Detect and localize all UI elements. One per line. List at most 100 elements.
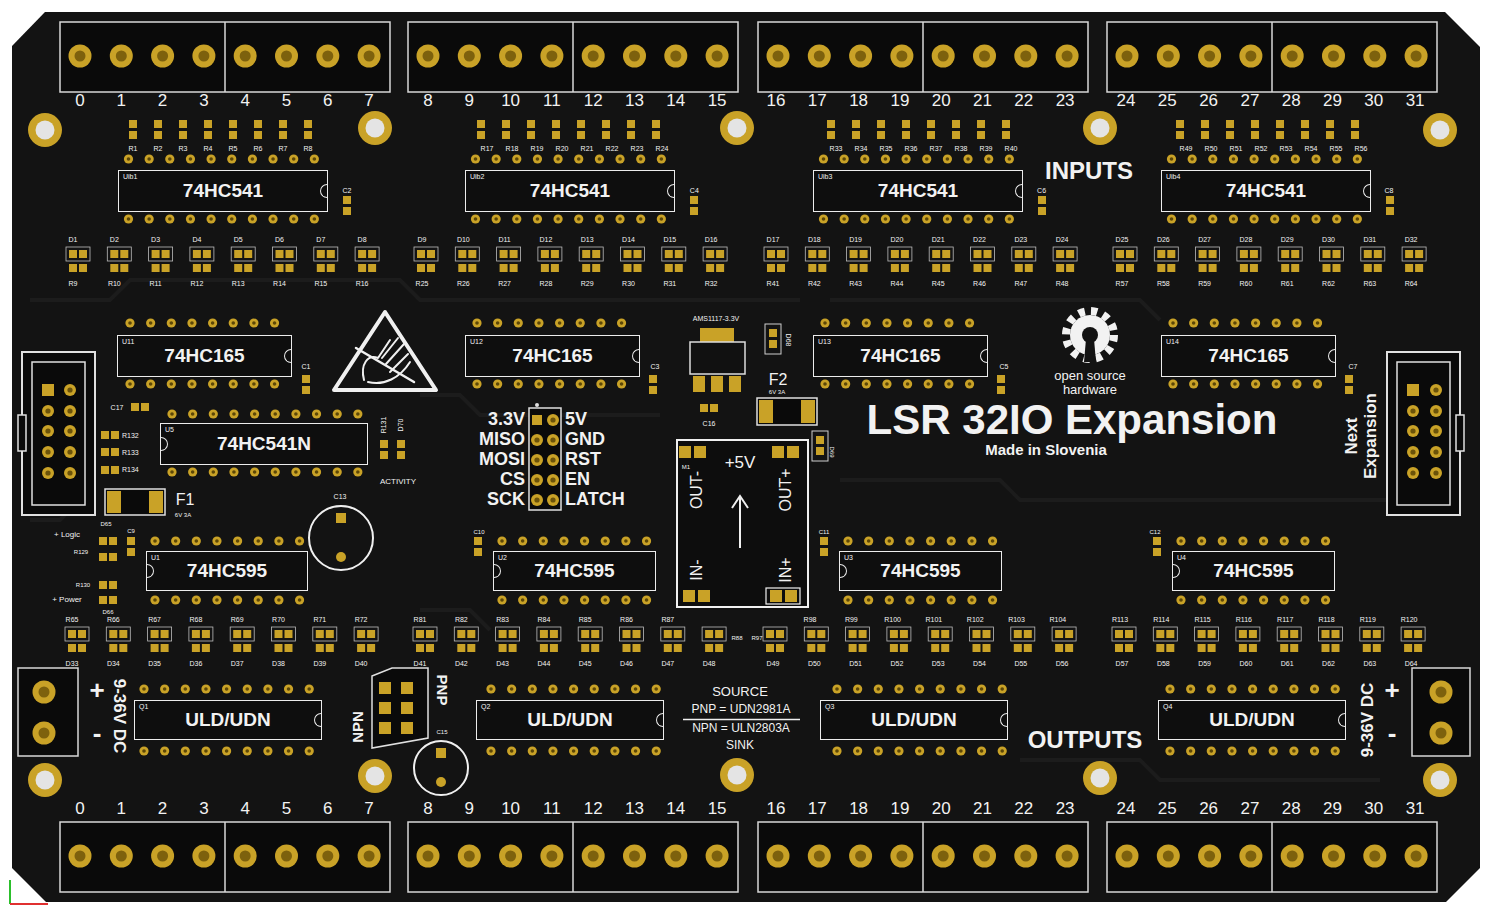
silkscreen-label: R134	[122, 466, 139, 474]
silkscreen-label: ACTIVITY	[380, 478, 416, 487]
silkscreen-label: PNP	[434, 675, 451, 706]
silkscreen-label: R11	[149, 280, 161, 288]
silkscreen-label: 7	[364, 800, 373, 819]
silkscreen-label: D2	[110, 236, 119, 244]
silkscreen-label: R61	[1281, 280, 1294, 288]
ic-chip: Uib474HC541	[1161, 170, 1371, 212]
silkscreen-label: C2	[343, 187, 352, 195]
silkscreen-label: R81	[414, 616, 427, 624]
silkscreen-label: R50	[1205, 145, 1218, 153]
silkscreen-label: 20	[932, 92, 951, 111]
silkscreen-label: R85	[579, 616, 592, 624]
silkscreen-label: D30	[1322, 236, 1335, 244]
silkscreen-label: 7	[364, 92, 373, 111]
part-designator: U11	[122, 338, 134, 345]
silkscreen-label: D63	[1363, 660, 1376, 668]
silkscreen-label: D9	[418, 236, 427, 244]
silkscreen-label: C11	[819, 529, 830, 536]
silkscreen-label: PNP = UDN2981A	[692, 703, 791, 716]
silkscreen-label: D64	[1405, 660, 1418, 668]
silkscreen-label: 12	[584, 92, 603, 111]
part-designator: U2	[498, 554, 507, 561]
silkscreen-label: 3	[199, 800, 208, 819]
silkscreen-label: D45	[579, 660, 592, 668]
silkscreen-label: 4	[240, 92, 249, 111]
silkscreen-label: 19	[890, 92, 909, 111]
ic-chip: Uib274HC541	[465, 170, 675, 212]
silkscreen-label: R115	[1194, 616, 1210, 624]
silkscreen-label: D51	[849, 660, 862, 668]
silkscreen-label: R40	[1005, 145, 1018, 153]
silkscreen-label: R59	[1198, 280, 1211, 288]
silkscreen-label: R1	[129, 145, 138, 153]
silkscreen-label: 2	[158, 92, 167, 111]
silkscreen-label: 6	[323, 800, 332, 819]
silkscreen-label: 31	[1406, 92, 1425, 111]
silkscreen-label: D53	[932, 660, 945, 668]
part-designator: Uib4	[1166, 173, 1180, 180]
ic-chip: Q4ULD/UDN	[1158, 700, 1346, 740]
silkscreen-label: 9	[465, 800, 474, 819]
ic-chip: Uib174HC541	[118, 170, 328, 212]
part-designator: Uib2	[470, 173, 484, 180]
silkscreen-label: R55	[1330, 145, 1343, 153]
silkscreen-label: R83	[496, 616, 509, 624]
silkscreen-label: R84	[537, 616, 550, 624]
ic-notch	[493, 564, 501, 578]
silkscreen-label: C3	[651, 363, 660, 371]
silkscreen-label: D48	[703, 660, 716, 668]
silkscreen-label: D46	[620, 660, 633, 668]
silkscreen-label: 29	[1323, 800, 1342, 819]
silkscreen-label: 5	[282, 92, 291, 111]
part-designator: U3	[844, 554, 853, 561]
silkscreen-label: 9-36V DC	[110, 679, 129, 754]
ic-chip: U274HC595	[493, 551, 656, 591]
silkscreen-label: D35	[148, 660, 161, 668]
ic-chip: U574HC541N	[160, 423, 368, 465]
part-number: 74HC541N	[161, 434, 367, 455]
silkscreen-label: IN-	[688, 559, 706, 580]
silkscreen-label: D20	[890, 236, 903, 244]
silkscreen-label: R117	[1277, 616, 1293, 624]
silkscreen-label: R24	[656, 145, 669, 153]
silkscreen-label: D58	[1157, 660, 1170, 668]
silkscreen-label: R47	[1014, 280, 1027, 288]
silkscreen-label: D13	[581, 236, 594, 244]
silkscreen-label: R58	[1157, 280, 1170, 288]
part-designator: Q1	[139, 703, 148, 710]
ic-chip: U374HC595	[839, 551, 1002, 591]
silkscreen-label: R32	[705, 280, 718, 288]
ic-chip: U1174HC165	[117, 335, 292, 377]
silkscreen-label: R54	[1305, 145, 1318, 153]
ic-notch	[320, 184, 328, 198]
silkscreen-label: R13	[232, 280, 245, 288]
silkscreen-label: D69	[829, 446, 836, 457]
silkscreen-label: R42	[808, 280, 821, 288]
silkscreen-label: D23	[1014, 236, 1027, 244]
silkscreen-label: D41	[414, 660, 427, 668]
ic-notch	[632, 349, 640, 363]
part-designator: U14	[1166, 338, 1179, 345]
silkscreen-label: D57	[1116, 660, 1129, 668]
silkscreen-label: 15	[708, 92, 727, 111]
silkscreen-label: 18	[849, 92, 868, 111]
silkscreen-label: C15	[436, 729, 447, 736]
silkscreen-label: R12	[190, 280, 203, 288]
silkscreen-label: +5V	[725, 454, 756, 473]
silkscreen-label: CS	[500, 470, 525, 490]
expansion-connector-left	[18, 352, 95, 515]
silkscreen-label: R97	[751, 635, 762, 642]
silkscreen-label: R19	[531, 145, 544, 153]
copper-traces	[30, 280, 1440, 780]
silkscreen-label: INPUTS	[1045, 158, 1133, 184]
part-number: 74HC541	[814, 181, 1022, 202]
silkscreen-label: 21	[973, 92, 992, 111]
silkscreen-label: OUT-	[688, 471, 706, 509]
silkscreen-label: D42	[455, 660, 468, 668]
silkscreen-label: -	[1388, 719, 1397, 748]
silkscreen-label: D36	[189, 660, 202, 668]
silkscreen-label: D38	[272, 660, 285, 668]
silkscreen-label: C6	[1037, 187, 1046, 195]
ic-chip: U174HC595	[146, 551, 308, 591]
